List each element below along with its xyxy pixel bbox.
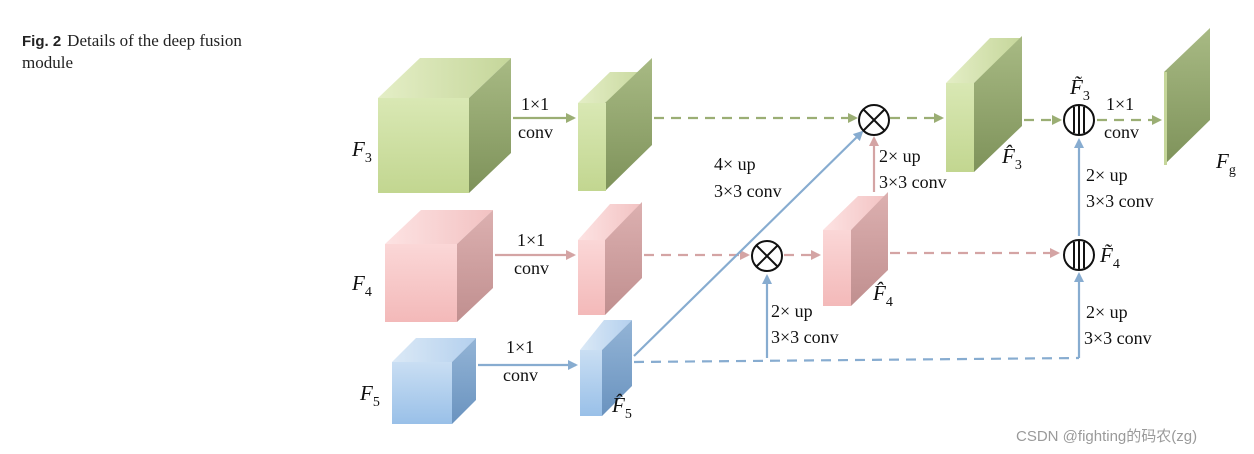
label-up2-a: 2× up [879,146,921,166]
label-f3hat: F̂3 [1001,144,1022,173]
label-up2-b-conv: 3×3 conv [771,327,839,347]
f4-conv-block [578,202,642,315]
watermark: CSDN @fighting的码农(zg) [1016,428,1197,445]
f4-cube [385,210,493,322]
circle-times-icon [858,104,890,136]
label-conv1x1-f4-bottom: conv [514,258,549,278]
caption-text: Details of the deep fusion module [22,31,242,72]
label-f3: F3 [351,137,372,166]
label-f3tilde: F̃3 [1069,75,1090,104]
label-conv1x1-f5-bottom: conv [503,365,538,385]
f3-cube [378,58,511,193]
f4hat-block [823,192,888,306]
label-conv1x1-f3-bottom: conv [518,122,553,142]
label-up2-d: 2× up [1086,302,1128,322]
f5-conv-block [580,320,632,416]
label-up2-c: 2× up [1086,165,1128,185]
label-up4-conv: 3×3 conv [714,181,782,201]
label-fg: Fg [1215,149,1236,178]
label-up2-b: 2× up [771,301,813,321]
label-up2-d-conv: 3×3 conv [1084,328,1152,348]
circle-times-icon [751,240,783,272]
label-conv1x1-f4-top: 1×1 [517,230,545,250]
label-up4: 4× up [714,154,756,174]
circle-bars-icon [1063,239,1095,271]
label-f5: F5 [359,381,380,410]
figure-label: Fig. 2 [22,33,62,50]
label-f5hat: F̂5 [611,393,632,422]
label-conv1x1-fg-top: 1×1 [1106,94,1134,114]
label-conv1x1-f3-top: 1×1 [521,94,549,114]
label-conv1x1-f5-top: 1×1 [506,337,534,357]
arrow-f5hat-up4 [633,130,864,357]
circle-bars-icon [1063,104,1095,136]
f5-cube [392,338,476,424]
f3-conv-block [578,58,652,191]
label-f4: F4 [351,271,372,300]
fg-block [1164,28,1210,165]
label-up2-a-conv: 3×3 conv [879,172,947,192]
f3hat-block [946,36,1022,172]
arrow-f5hat-dashed [633,356,1080,364]
label-up2-c-conv: 3×3 conv [1086,191,1154,211]
label-conv1x1-fg-bottom: conv [1104,122,1139,142]
label-f4tilde: F̃4 [1099,243,1120,272]
label-f4hat: F̂4 [872,281,893,310]
